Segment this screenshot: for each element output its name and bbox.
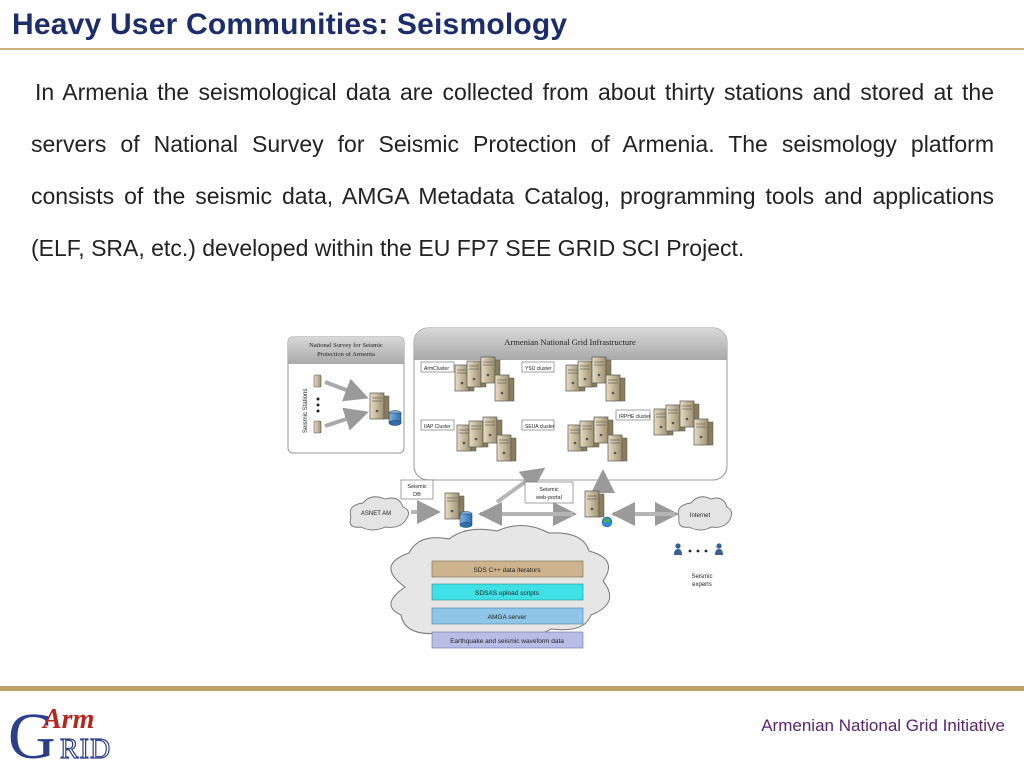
svg-text:YSU cluster: YSU cluster bbox=[525, 366, 552, 372]
grid-title: Armenian National Grid Infrastructure bbox=[504, 337, 636, 347]
title-divider bbox=[0, 48, 1024, 50]
cluster-armcluster: ArmCluster bbox=[420, 357, 514, 401]
logo-big-letter: G bbox=[8, 700, 56, 764]
armgrid-logo: G Arm RID bbox=[8, 700, 111, 764]
slide-title: Heavy User Communities: Seismology bbox=[12, 8, 568, 41]
stack-layer-upload-scripts bbox=[431, 583, 584, 601]
seismic-station-icon bbox=[313, 374, 322, 434]
seismic-experts: Seismic experts bbox=[674, 543, 723, 588]
experts-label1: Seismic bbox=[691, 574, 712, 580]
stations-label: Seismic Stations bbox=[303, 389, 309, 433]
internet-label: Internet bbox=[690, 513, 711, 519]
web-portal-label1: Seismic bbox=[539, 487, 559, 493]
stack-layer-iterators bbox=[431, 560, 584, 578]
svg-text:AMGA server: AMGA server bbox=[488, 614, 527, 621]
cluster-iiap: IIAP Cluster bbox=[420, 417, 516, 461]
experts-label2: experts bbox=[692, 582, 712, 588]
svg-text:SDS C++ data iterators: SDS C++ data iterators bbox=[473, 567, 541, 574]
cluster-ysu: YSU cluster bbox=[521, 357, 625, 401]
stack-layer-amga bbox=[431, 607, 584, 625]
svg-text:Earthquake and seismic wavefor: Earthquake and seismic waveform data bbox=[450, 638, 564, 645]
web-portal-label2: web-portal bbox=[535, 495, 562, 501]
footer-divider bbox=[0, 686, 1024, 691]
stack-layer-waveform-data bbox=[431, 631, 584, 649]
asnet-label: ASNET AM bbox=[361, 511, 391, 517]
grid-infrastructure-box: Armenian National Grid Infrastructure Ar… bbox=[413, 327, 728, 481]
nssp-box: National Survey for Seismic Protection o… bbox=[287, 336, 405, 454]
seismic-db: Seismic DB bbox=[400, 479, 473, 528]
seismic-db-label2: DB bbox=[413, 492, 421, 498]
seismic-db-label1: Seismic bbox=[407, 484, 427, 490]
svg-text:IIAP Cluster: IIAP Cluster bbox=[424, 424, 451, 430]
software-stack-cloud: SDS C++ data iterators SDSAS upload scri… bbox=[390, 525, 611, 649]
svg-text:SEUA cluster: SEUA cluster bbox=[525, 424, 555, 430]
svg-text:SDSAS upload scripts: SDSAS upload scripts bbox=[475, 590, 540, 597]
asnet-cloud: ASNET AM bbox=[349, 496, 409, 531]
nssp-title-line2: Protection of Armenia bbox=[317, 351, 375, 358]
svg-text:ArmCluster: ArmCluster bbox=[424, 366, 449, 372]
logo-arm: Arm bbox=[41, 704, 94, 735]
seismic-web-portal: Seismic web-portal bbox=[524, 481, 613, 528]
svg-text:IRPHE cluster: IRPHE cluster bbox=[619, 414, 651, 420]
logo-rid: RID bbox=[60, 734, 111, 764]
cluster-seua: SEUA cluster bbox=[521, 417, 627, 461]
nssp-title-line1: National Survey for Seismic bbox=[309, 342, 383, 349]
internet-cloud: Internet bbox=[677, 496, 732, 531]
body-paragraph: In Armenia the seismological data are co… bbox=[31, 79, 994, 261]
footer-organization: Armenian National Grid Initiative bbox=[761, 716, 1005, 735]
architecture-diagram: National Survey for Seismic Protection o… bbox=[287, 327, 732, 649]
cluster-irphe: IRPHE cluster bbox=[615, 401, 713, 445]
nssp-server-icon bbox=[369, 392, 402, 426]
